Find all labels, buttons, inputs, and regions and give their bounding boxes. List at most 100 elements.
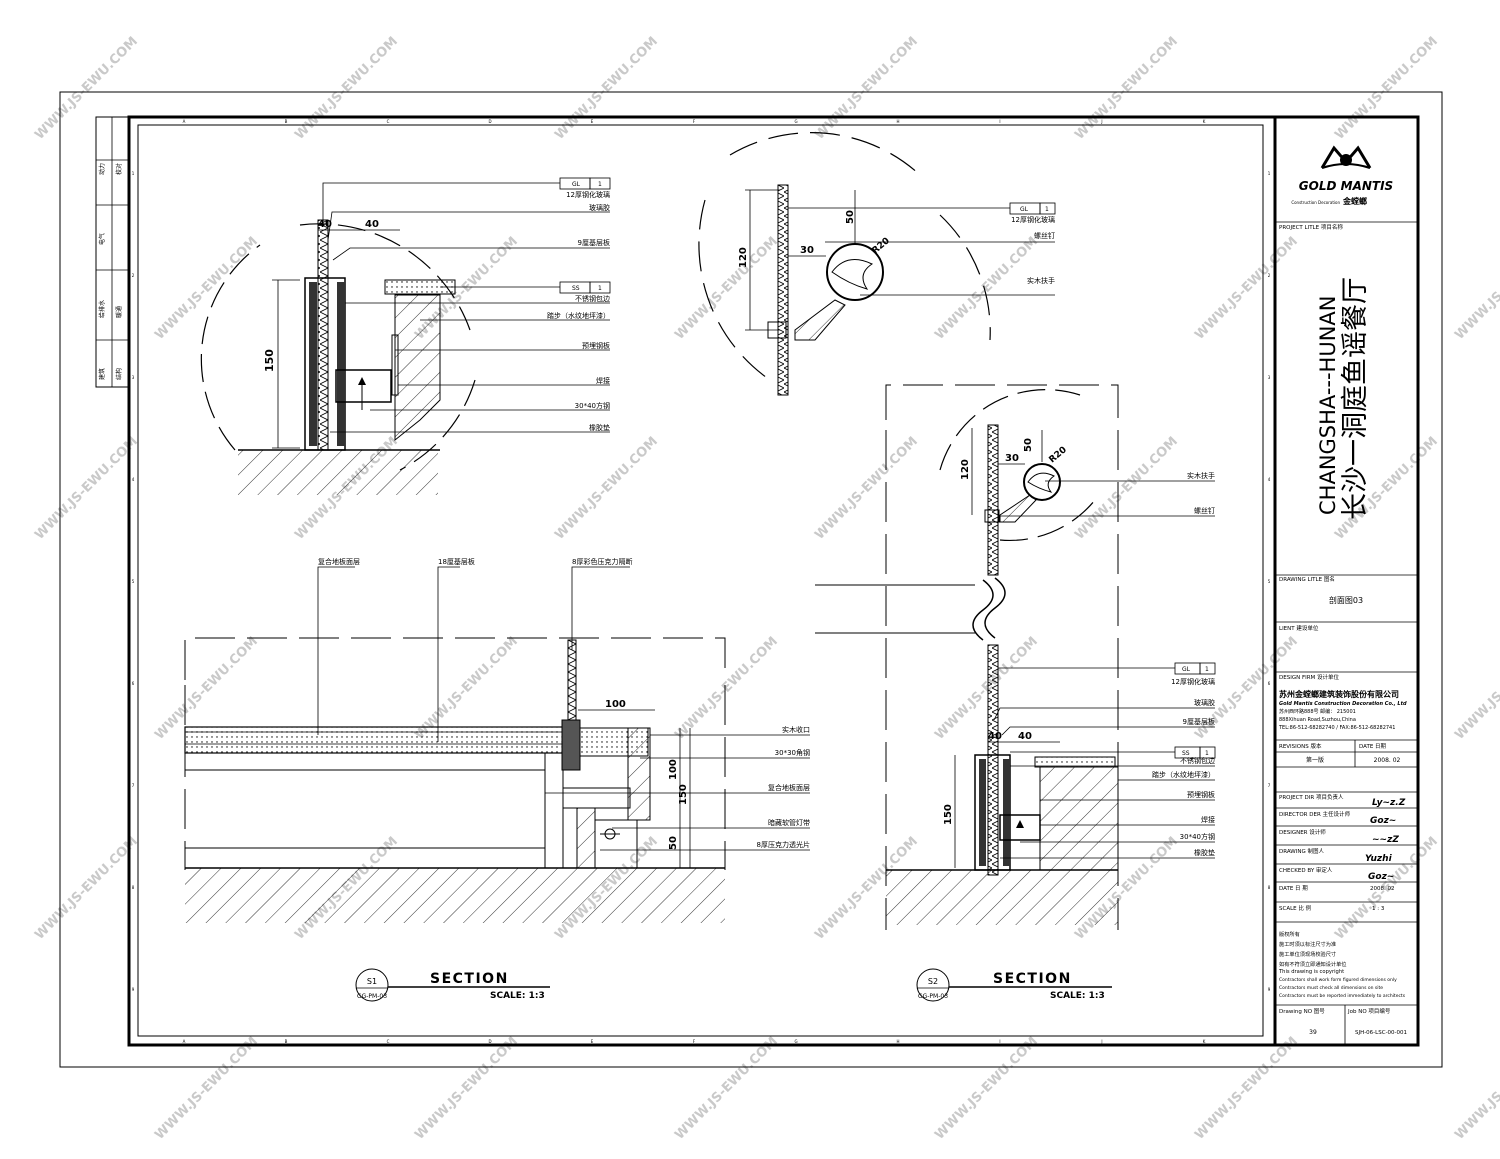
date-label: DATE 日期 bbox=[1359, 743, 1387, 750]
grid-marker-label: 1 bbox=[1268, 171, 1271, 176]
firm-address-en: 888Xihuan Road,Suzhou,China bbox=[1279, 717, 1356, 723]
note-label: 预埋钢板 bbox=[582, 341, 610, 350]
side-strip-text: 结构 bbox=[115, 368, 123, 380]
tag-code: GL bbox=[572, 181, 581, 188]
section-title: SECTION bbox=[993, 971, 1072, 987]
signature: ~~zZ bbox=[1372, 835, 1399, 845]
grid-marker-label: A bbox=[183, 1039, 186, 1044]
grid-marker-label: 6 bbox=[132, 681, 135, 686]
watermark-text: WWW.JS-EWU.COM bbox=[1452, 1034, 1500, 1143]
project-name-en: CHANGSHA---HUNAN bbox=[1316, 295, 1340, 515]
note-label: 踏步（水纹地坪漆） bbox=[547, 311, 610, 320]
watermark-text: WWW.JS-EWU.COM bbox=[152, 1034, 261, 1143]
side-strip-text: 建筑 bbox=[98, 368, 106, 380]
tag-code: SS bbox=[1182, 750, 1190, 757]
date-row-value: 2008. 02 bbox=[1370, 886, 1395, 892]
title-block: GOLD MANTIS Construction Decoration 金螳螂 … bbox=[1275, 145, 1418, 1045]
job-no: SJH-06-LSC-00-001 bbox=[1355, 1030, 1407, 1036]
tag-num: 1 bbox=[598, 181, 602, 188]
watermark-text: WWW.JS-EWU.COM bbox=[1072, 34, 1181, 143]
note-label: 18厘基层板 bbox=[438, 557, 475, 566]
grid-marker-label: C bbox=[387, 1039, 390, 1044]
dim-100: 100 bbox=[668, 759, 679, 780]
firm-address-cn: 苏州西环路888号 邮编： 215001 bbox=[1279, 708, 1356, 715]
drawing-no-label: Drawing NO 图号 bbox=[1279, 1007, 1325, 1015]
grid-marker-label: 8 bbox=[1268, 885, 1271, 890]
note-line: This drawing is copyright bbox=[1278, 969, 1344, 975]
note-label: 不锈钢包边 bbox=[1180, 756, 1215, 765]
signature: Yuzhi bbox=[1365, 854, 1393, 864]
firm-tel: TEL:86-512-68282740 / FAX:86-512-6828274… bbox=[1278, 725, 1395, 731]
note-label: 实木收口 bbox=[782, 725, 810, 734]
watermark-text: WWW.JS-EWU.COM bbox=[32, 34, 141, 143]
tag-num: 1 bbox=[1205, 750, 1209, 757]
note-label: 玻璃胶 bbox=[589, 203, 610, 212]
note-label: 9厘基层板 bbox=[578, 238, 610, 247]
date-row-label: DATE 日 期 bbox=[1279, 885, 1308, 892]
dim-40: 40 bbox=[365, 219, 379, 230]
dim-120: 120 bbox=[738, 247, 749, 268]
watermark-text: WWW.JS-EWU.COM bbox=[1332, 34, 1441, 143]
watermark-text: WWW.JS-EWU.COM bbox=[412, 1034, 521, 1143]
tag-code: GL bbox=[1020, 206, 1029, 213]
note-label: 8厚压克力透光片 bbox=[757, 840, 810, 849]
dim-50: 50 bbox=[1023, 438, 1034, 452]
grid-marker-label: 7 bbox=[1268, 783, 1271, 788]
watermark-text: WWW.JS-EWU.COM bbox=[1452, 634, 1500, 743]
grid-marker-label: C bbox=[387, 119, 390, 124]
watermark-text: WWW.JS-EWU.COM bbox=[1192, 1034, 1301, 1143]
signature: Goz~ bbox=[1370, 816, 1396, 826]
firm-name-en: Gold Mantis Construction Decoration Co.,… bbox=[1279, 701, 1407, 707]
firm-name-cn: 苏州金螳螂建筑装饰股份有限公司 bbox=[1279, 689, 1399, 699]
note-label: 螺丝钉 bbox=[1034, 231, 1055, 240]
note-label: 实木扶手 bbox=[1027, 276, 1055, 285]
project-label: PROJECT LITLE 项目名称 bbox=[1279, 223, 1343, 231]
grid-marker-label: 9 bbox=[132, 987, 135, 992]
note-label: 30*30角钢 bbox=[775, 748, 810, 757]
tag-num: 1 bbox=[1205, 666, 1209, 673]
note-label: 不锈钢包边 bbox=[575, 294, 610, 303]
watermark-text: WWW.JS-EWU.COM bbox=[1072, 434, 1181, 543]
note-line: Contractors shall work form figured dime… bbox=[1279, 977, 1397, 983]
grid-marker-label: I bbox=[999, 119, 1000, 124]
project-name-cn: 长沙一洞庭鱼谣餐厅 bbox=[1340, 277, 1371, 520]
callout-ref: GG-PM-03 bbox=[918, 993, 948, 1000]
role-label: CHECKED BY 审定人 bbox=[1279, 866, 1333, 874]
watermark-text: WWW.JS-EWU.COM bbox=[552, 34, 661, 143]
grid-marker-label: K bbox=[1203, 119, 1206, 124]
side-strip: 动力 校对 电气 给排水 暖通 建筑 结构 bbox=[95, 116, 130, 388]
tag-code: GL bbox=[1182, 666, 1191, 673]
watermark-text: WWW.JS-EWU.COM bbox=[932, 1034, 1041, 1143]
side-strip-text: 校对 bbox=[115, 163, 123, 175]
signature: Goz~ bbox=[1368, 872, 1394, 882]
grid-marker-label: 6 bbox=[1268, 681, 1271, 686]
dim-150: 150 bbox=[943, 804, 954, 825]
watermark-text: WWW.JS-EWU.COM bbox=[152, 234, 261, 343]
dim-30: 30 bbox=[1005, 453, 1019, 464]
note-label: 12厚钢化玻璃 bbox=[1011, 215, 1055, 224]
role-label: DIRECTOR DER 主任设计师 bbox=[1279, 810, 1351, 818]
dim-150: 150 bbox=[263, 349, 276, 372]
callout-ref: GG-PM-03 bbox=[357, 993, 387, 1000]
grid-marker-label: 2 bbox=[132, 273, 135, 278]
watermark-text: WWW.JS-EWU.COM bbox=[932, 234, 1041, 343]
logo-sub: Construction Decoration bbox=[1291, 200, 1340, 205]
grid-marker-label: B bbox=[285, 1039, 288, 1044]
grid-marker-label: B bbox=[285, 119, 288, 124]
side-strip-text: 动力 bbox=[98, 163, 106, 175]
watermark-text: WWW.JS-EWU.COM bbox=[1452, 234, 1500, 343]
note-label: 焊接 bbox=[1201, 815, 1215, 824]
role-label: DESIGNER 设计师 bbox=[1279, 828, 1326, 836]
signature: Ly~z.Z bbox=[1372, 798, 1406, 808]
dim-40: 40 bbox=[988, 731, 1002, 742]
grid-marker-label: E bbox=[591, 119, 594, 124]
note-label: 暗藏软管灯带 bbox=[768, 818, 810, 827]
grid-marker-label: G bbox=[794, 119, 797, 124]
dim-150: 150 bbox=[678, 784, 689, 805]
note-label: 30*40方钢 bbox=[575, 401, 610, 410]
logo-text: GOLD MANTIS bbox=[1299, 179, 1393, 193]
note-label: 8厚彩色压克力隔断 bbox=[572, 557, 632, 566]
grid-marker-label: K bbox=[1203, 1039, 1206, 1044]
design-firm-label: DESIGN FIRM 设计单位 bbox=[1279, 673, 1340, 681]
